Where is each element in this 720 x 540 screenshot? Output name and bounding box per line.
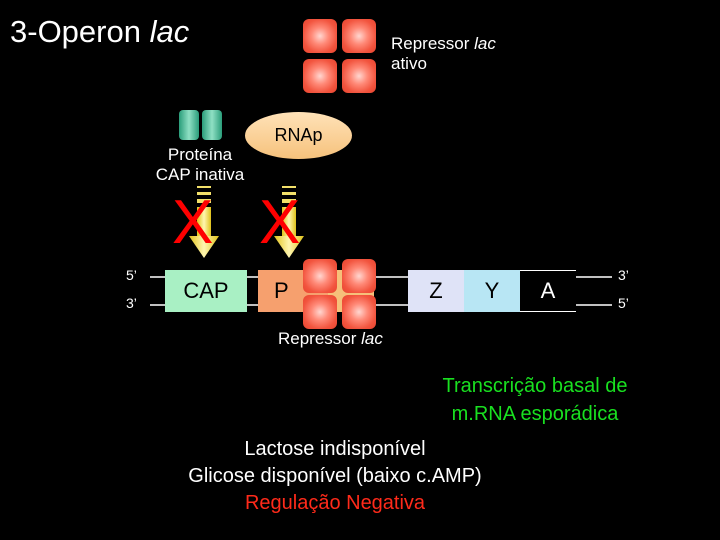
gene-a-label: A: [540, 278, 556, 303]
cap-binding-arrow: [189, 186, 219, 258]
rna-polymerase: RNAp: [245, 112, 352, 159]
cap-subunit: [202, 110, 222, 140]
page-title: 3-Operon lac: [10, 14, 190, 49]
repressor-subunit: [303, 19, 337, 53]
gene-y-segment: Y: [464, 270, 520, 312]
cap-subunit: [179, 110, 199, 140]
repressor-subunit: [303, 295, 337, 329]
active-repressor-tetramer: [303, 19, 379, 95]
gene-z-label: Z: [429, 278, 443, 303]
repressor-subunit: [342, 295, 376, 329]
x-mark-cap: X: [172, 188, 214, 257]
conditions-block: Lactose indisponível Glicose disponível …: [150, 436, 520, 517]
repressor-subunit: [342, 59, 376, 93]
dna-5prime-left: 5’: [126, 267, 137, 283]
bound-repressor-label: Repressor lac: [278, 329, 383, 348]
repressor-subunit: [303, 59, 337, 93]
cap-site-label: CAP: [183, 278, 229, 303]
dna-3prime-left: 3’: [126, 295, 137, 311]
x-mark-rnap: X: [259, 188, 301, 257]
repressor-subunit: [342, 259, 376, 293]
rnap-binding-arrow: [274, 186, 304, 258]
promoter-label: P: [274, 278, 289, 303]
cap-protein-dimer: [179, 110, 225, 142]
dna-5prime-right: 5’: [618, 295, 629, 311]
transcription-note: Transcrição basal de m.RNA esporádica: [442, 375, 628, 425]
regulation-type: Regulação Negativa: [244, 492, 426, 514]
rnap-label: RNAp: [274, 125, 323, 145]
gene-z-segment: Z: [408, 270, 464, 312]
bound-repressor-tetramer: [303, 259, 379, 329]
repressor-subunit: [303, 259, 337, 293]
glucose-condition: Glicose disponível (baixo c.AMP): [188, 465, 482, 487]
gene-a-segment: A: [520, 270, 576, 312]
repressor-subunit: [342, 19, 376, 53]
cap-site-segment: CAP: [165, 270, 247, 312]
cap-protein-label: Proteína CAP inativa: [155, 145, 245, 184]
gene-y-label: Y: [484, 278, 500, 303]
dna-3prime-right: 3’: [618, 267, 629, 283]
lactose-condition: Lactose indisponível: [244, 438, 426, 460]
active-repressor-label: Repressor lac ativo: [391, 34, 496, 73]
